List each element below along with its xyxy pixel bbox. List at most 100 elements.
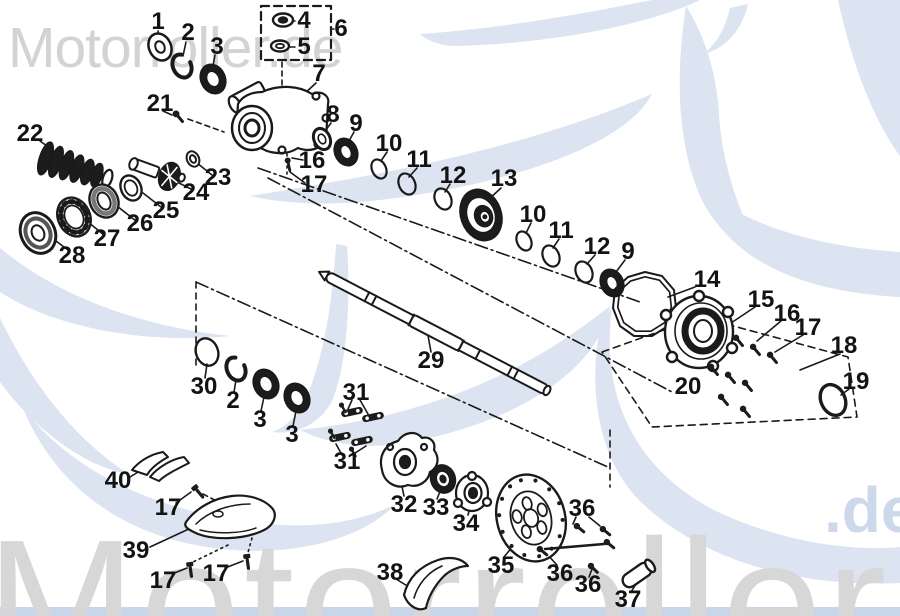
part-callout-17: 17 — [794, 314, 822, 341]
o-ring-12b — [574, 260, 594, 284]
brake-disc-35 — [495, 473, 567, 563]
watermark-domain-suffix: .de — [824, 474, 900, 546]
part-callout-18: 18 — [830, 332, 858, 359]
part-callout-11: 11 — [548, 217, 574, 244]
part-callout-4: 4 — [297, 7, 311, 34]
part-callout-10: 10 — [375, 130, 403, 157]
part-callout-15: 15 — [747, 286, 775, 313]
part-callout-14: 14 — [693, 266, 721, 293]
bottom-blue-strip — [0, 607, 900, 616]
part-callout-20: 20 — [674, 373, 702, 400]
snap-ring-2 — [170, 52, 194, 80]
wing-left-lower-band — [0, 318, 128, 474]
part-callout-23: 23 — [204, 164, 232, 191]
part-callout-3: 3 — [210, 33, 224, 60]
ring-gear-27 — [56, 196, 92, 238]
bearing-3c — [283, 382, 311, 414]
part-callout-36: 36 — [574, 571, 602, 598]
part-callout-37: 37 — [614, 586, 642, 613]
wing-beak — [704, 4, 748, 54]
o-ring-11b — [541, 244, 561, 268]
part-callout-39: 39 — [122, 537, 150, 564]
part-callout-28: 28 — [58, 242, 86, 269]
bearing-3 — [199, 63, 227, 95]
part-callout-38: 38 — [376, 559, 404, 586]
o-ring-10 — [370, 158, 388, 180]
wing-right-edge — [838, 0, 900, 156]
wing-left-crescent — [0, 248, 230, 339]
part-callout-25: 25 — [152, 197, 180, 224]
washer-1 — [147, 32, 173, 62]
o-ring-11 — [397, 172, 417, 196]
part-callout-16: 16 — [298, 147, 326, 174]
part-callout-11: 11 — [406, 146, 432, 173]
o-ring-19 — [818, 382, 848, 418]
snap-ring-2b — [224, 355, 248, 383]
wing-body-sweep — [700, 190, 900, 297]
part-callout-36: 36 — [546, 560, 574, 587]
part-callout-30: 30 — [190, 373, 218, 400]
wing-bottom-left-crescent — [22, 406, 396, 551]
gasket-14 — [612, 271, 677, 337]
part-callout-3: 3 — [253, 406, 267, 433]
bolts-36 — [536, 522, 616, 574]
hub-flange-15 — [659, 289, 739, 373]
wing-bottom-right-hook — [595, 308, 900, 584]
detail-box-6 — [259, 4, 333, 62]
part-callout-10: 10 — [519, 201, 547, 228]
part-callout-6: 6 — [334, 15, 348, 42]
oil-plug-4 — [271, 12, 295, 28]
part-callout-22: 22 — [16, 120, 44, 147]
guard-38 — [402, 556, 470, 611]
part-callout-33: 33 — [422, 494, 450, 521]
caliper-bracket-32 — [379, 431, 439, 488]
part-callout-7: 7 — [312, 60, 326, 87]
o-ring-30 — [194, 337, 220, 367]
part-callout-27: 27 — [93, 225, 121, 252]
seal-28 — [18, 211, 58, 255]
skid-plate-39 — [184, 494, 276, 540]
part-callout-40: 40 — [104, 467, 132, 494]
part-callout-35: 35 — [487, 552, 515, 579]
rod-36 — [543, 542, 606, 551]
part-callout-31: 31 — [333, 448, 361, 475]
part-callout-12: 12 — [583, 233, 611, 260]
seal-9b — [599, 268, 625, 298]
part-callout-16: 16 — [773, 300, 801, 327]
part-callout-3: 3 — [285, 421, 299, 448]
part-callout-21: 21 — [146, 90, 174, 117]
part-callout-24: 24 — [182, 179, 210, 206]
part-callout-9: 9 — [621, 238, 635, 265]
hub-34 — [452, 470, 493, 513]
drive-boot-22 — [36, 141, 114, 189]
seal-8 — [311, 126, 333, 152]
bevel-gear-24 — [128, 157, 186, 192]
bearing-26 — [88, 183, 120, 219]
link-plates-31 — [327, 402, 384, 458]
wing-upper-band — [250, 94, 652, 204]
part-callout-17: 17 — [149, 567, 177, 594]
o-ring-12 — [433, 187, 453, 211]
part-callout-31: 31 — [342, 379, 370, 406]
part-callout-17: 17 — [154, 494, 182, 521]
pin-37 — [621, 558, 657, 589]
bearing-13 — [459, 188, 503, 242]
screws-17 — [186, 157, 292, 578]
part-callout-2: 2 — [181, 19, 195, 46]
part-callout-34: 34 — [452, 510, 480, 537]
wing-center-vertical — [272, 244, 349, 433]
seal-9 — [333, 137, 359, 167]
bolt-21 — [172, 110, 184, 124]
o-ring-10b — [515, 230, 533, 252]
part-callout-17: 17 — [300, 171, 328, 198]
part-callout-26: 26 — [126, 210, 154, 237]
part-callout-29: 29 — [417, 347, 445, 374]
bearing-33 — [429, 464, 457, 494]
part-callout-12: 12 — [439, 162, 467, 189]
part-callout-8: 8 — [326, 101, 340, 128]
bearing-3b — [252, 368, 280, 400]
wing-top-band — [420, 0, 700, 46]
